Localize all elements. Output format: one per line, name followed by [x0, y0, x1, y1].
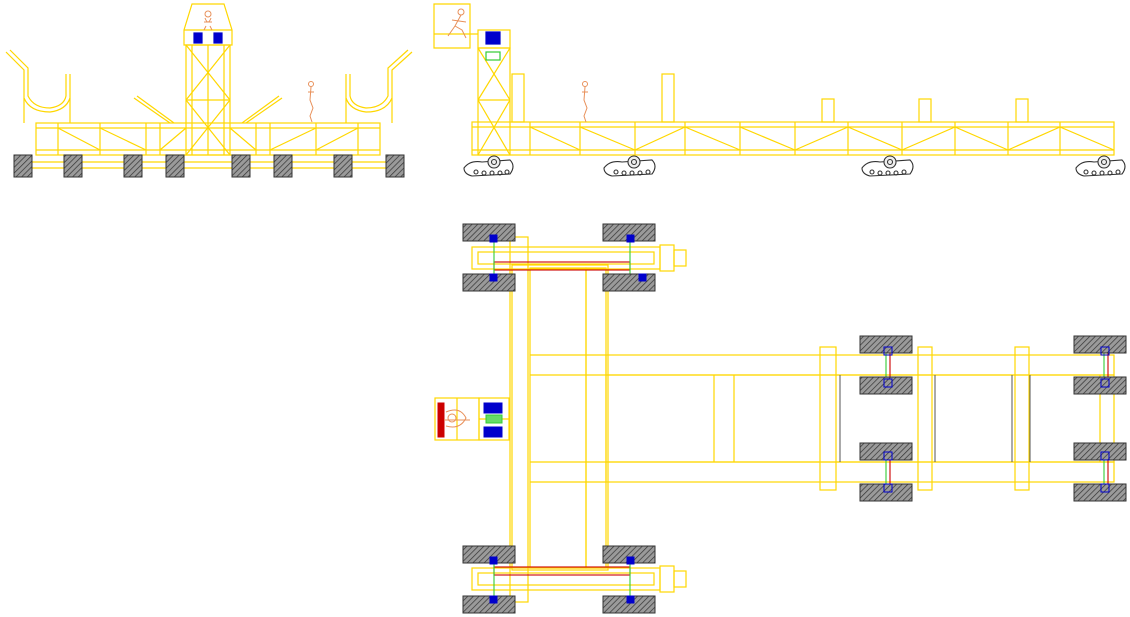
crawler-track — [1075, 155, 1126, 177]
wheel — [231, 154, 251, 178]
front-side-arms — [133, 95, 283, 124]
plan-view — [434, 236, 1115, 603]
wheel — [13, 154, 33, 178]
side-drive-motor — [485, 31, 501, 45]
front-wheels — [13, 154, 405, 178]
front-elevation-view — [5, 3, 413, 169]
wheel — [333, 154, 353, 178]
wheel — [123, 154, 143, 178]
wheel — [1073, 442, 1127, 461]
front-right-cradle — [345, 49, 413, 123]
front-tower — [183, 3, 233, 156]
wheel — [602, 273, 656, 292]
front-left-cradle — [5, 49, 71, 123]
side-indicator — [485, 51, 501, 61]
crawler-track — [603, 155, 656, 177]
side-tower — [433, 3, 511, 156]
plan-drive-motors — [437, 234, 647, 604]
crawler-track — [463, 155, 514, 177]
front-operator-standing — [308, 81, 314, 123]
front-operator-figure — [203, 10, 213, 31]
plan-indicator — [485, 414, 503, 424]
wheel — [385, 154, 405, 178]
plan-motor-outlines — [883, 346, 1110, 493]
side-truss-beam — [471, 121, 1115, 156]
plan-operator-figure — [444, 409, 470, 428]
front-drive-motors — [193, 32, 223, 44]
side-operator-figure — [447, 8, 467, 39]
wheel — [63, 154, 83, 178]
wheel — [859, 335, 913, 354]
wheel — [1073, 335, 1127, 354]
wheel — [165, 154, 185, 178]
side-elevation-view — [433, 3, 1115, 156]
wheel — [859, 376, 913, 395]
wheel — [1073, 376, 1127, 395]
wheel — [462, 545, 516, 564]
side-crawler-tracks — [463, 155, 1126, 177]
wheel — [462, 273, 516, 292]
side-posts — [511, 73, 1029, 123]
wheel — [273, 154, 293, 178]
wheel — [462, 223, 516, 242]
plan-wheels — [462, 223, 1127, 614]
wheel — [462, 595, 516, 614]
side-operator-standing — [582, 81, 588, 123]
wheel — [1073, 483, 1127, 502]
crawler-track — [861, 155, 914, 177]
